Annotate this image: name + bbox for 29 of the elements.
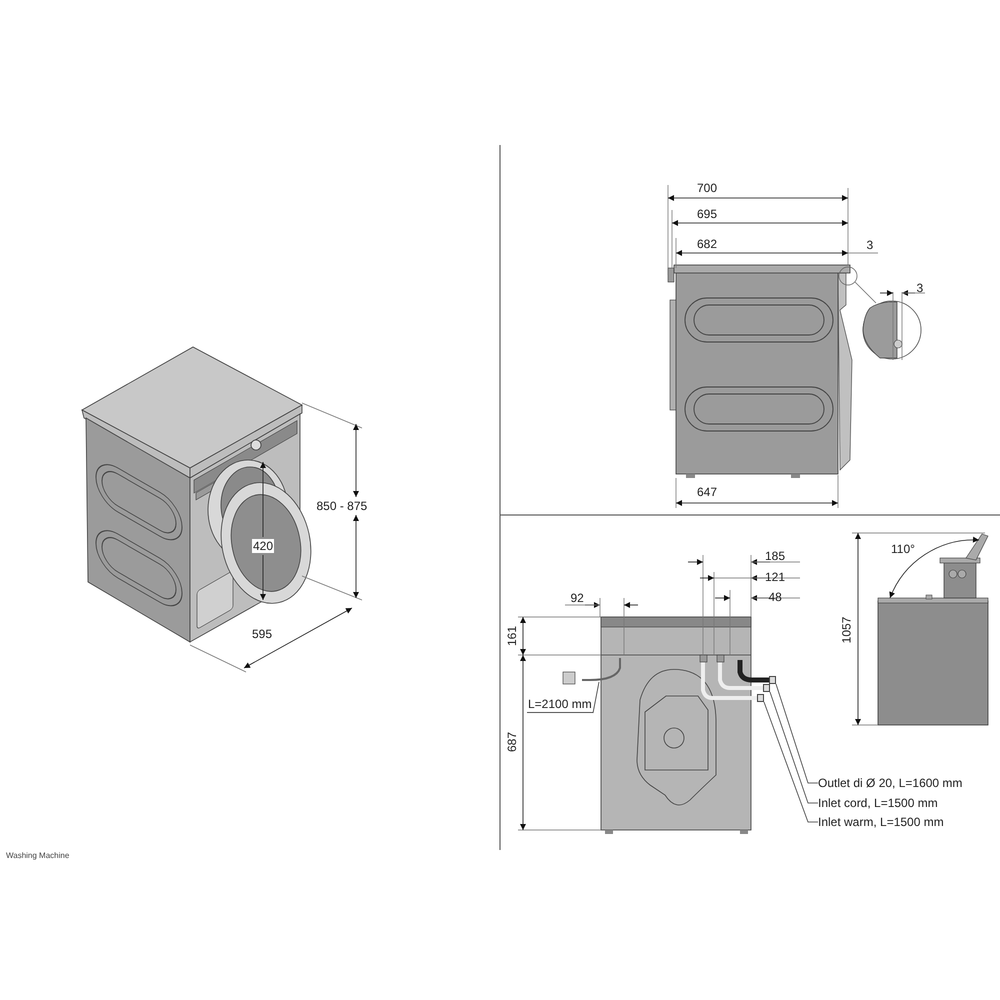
- hose-fitting: [769, 676, 776, 684]
- dimension-label: 161: [505, 626, 520, 646]
- dimension-label: 687: [505, 732, 520, 752]
- dimension-label: 110°: [891, 542, 915, 556]
- leader-line: [776, 684, 818, 784]
- caption: Washing Machine: [6, 850, 70, 862]
- leader-line: [764, 702, 818, 822]
- hose-fitting: [757, 694, 764, 702]
- dimension-label: 92: [570, 591, 584, 605]
- dimension-label: 595: [251, 627, 274, 641]
- dimension-label: 3: [916, 281, 924, 295]
- dimension-label: 700: [697, 181, 718, 195]
- callout-label: Inlet warm, L=1500 mm: [818, 815, 944, 829]
- callout-label: Outlet di Ø 20, L=1600 mm: [818, 776, 962, 790]
- dimension-label: 48: [768, 590, 782, 604]
- callout-label: Inlet cord, L=1500 mm: [818, 796, 938, 810]
- dimension-label: 185: [765, 549, 786, 563]
- dimension-label: 121: [765, 570, 786, 584]
- dimension-label: 682: [697, 237, 718, 251]
- dimension-label: 695: [697, 207, 718, 221]
- dimension-label: 850 - 875: [316, 499, 368, 513]
- hose-fitting: [763, 684, 770, 692]
- dimension-label: 3: [866, 238, 874, 252]
- leader-line: [770, 692, 818, 804]
- dimension-label: 1057: [838, 616, 853, 644]
- dimension-label: 420: [252, 539, 274, 553]
- leader-line: [592, 682, 600, 714]
- dimension-label: 647: [697, 485, 718, 499]
- callout-label: L=2100 mm: [527, 697, 593, 713]
